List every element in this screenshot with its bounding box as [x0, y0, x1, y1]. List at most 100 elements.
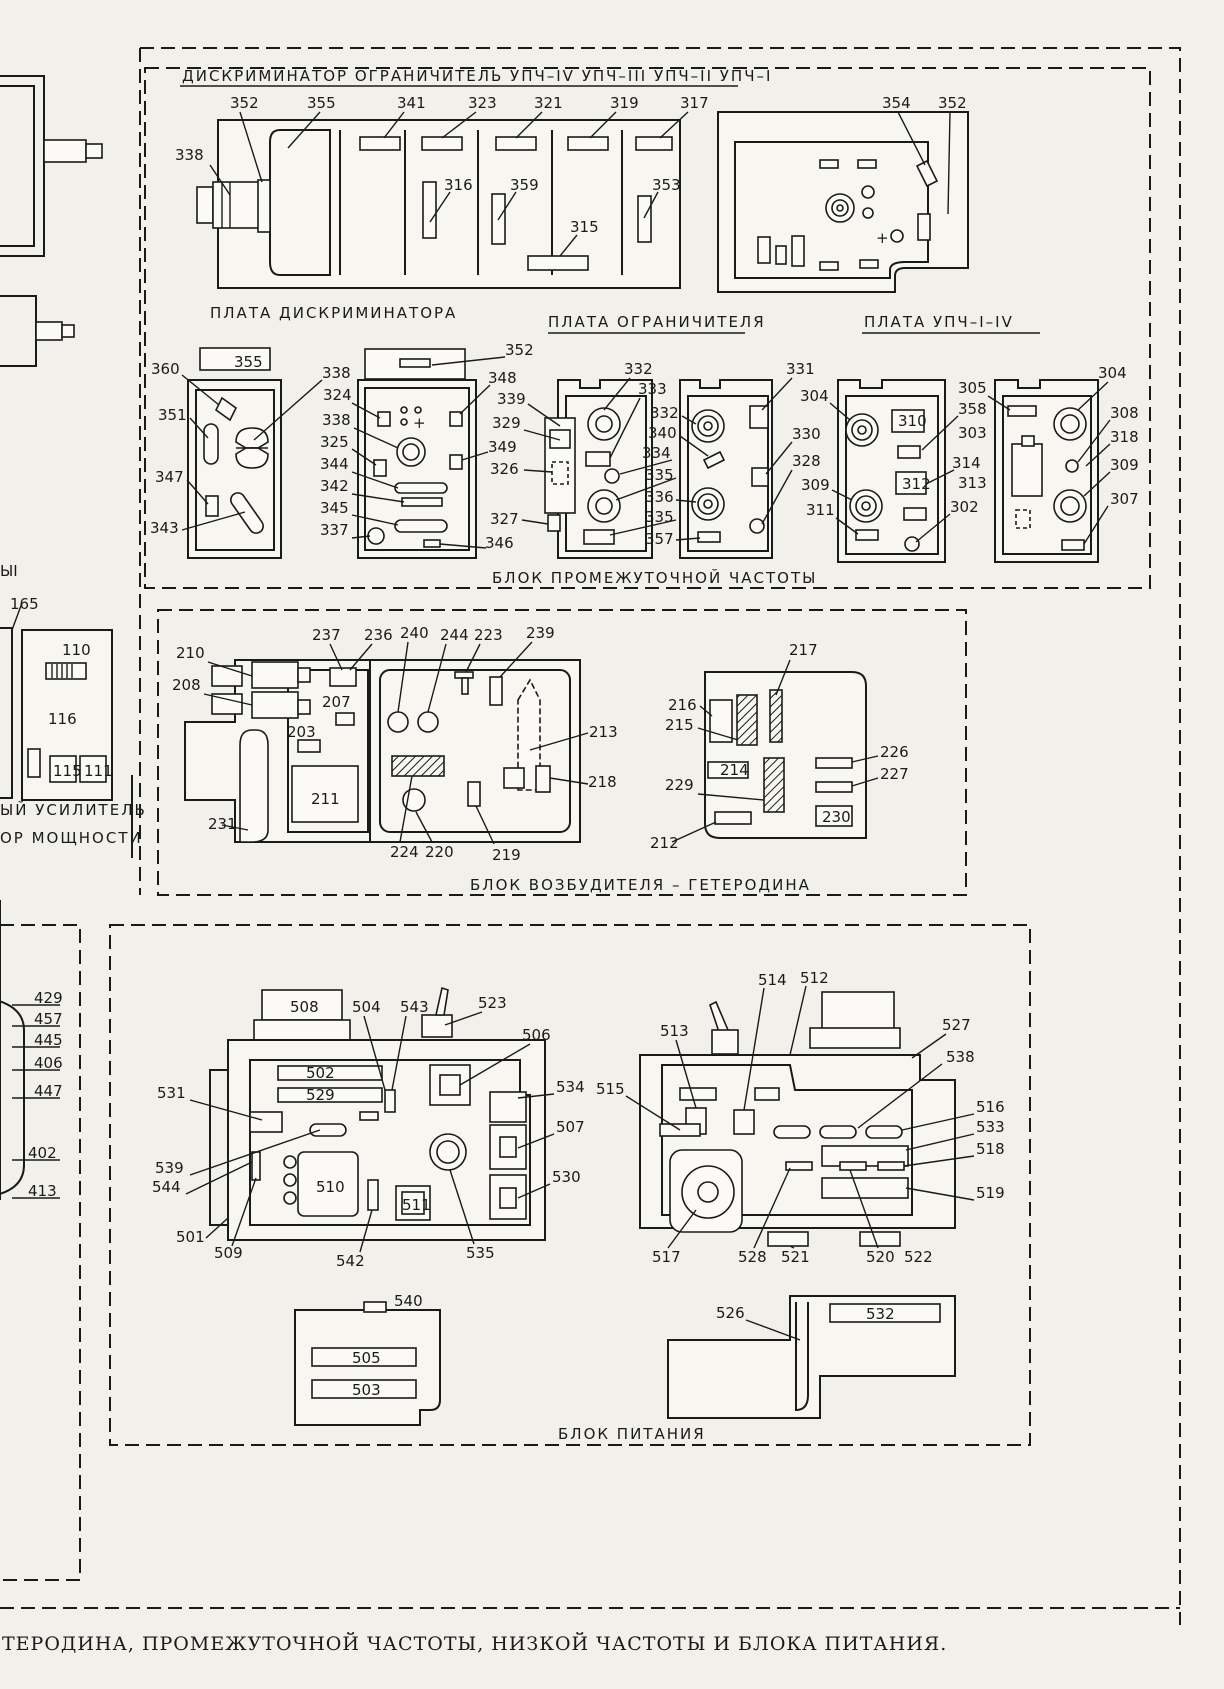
label-539: 539	[155, 1159, 184, 1177]
label-354: 354	[882, 94, 911, 112]
label-515: 515	[596, 1080, 625, 1098]
exciter-board-main	[184, 659, 581, 843]
discriminator-plate-board: +	[357, 379, 477, 559]
label-542: 542	[336, 1252, 365, 1270]
label-314: 314	[952, 454, 981, 472]
label-359: 359	[510, 176, 539, 194]
label-115: 115	[53, 762, 82, 780]
label-332: 332	[624, 360, 653, 378]
label-230: 230	[822, 808, 851, 826]
label-208: 208	[172, 676, 201, 694]
label-217: 217	[789, 641, 818, 659]
label-312: 312	[902, 475, 931, 493]
svg-text:+: +	[876, 229, 889, 247]
label-116: 116	[48, 710, 77, 728]
power-supply-block: 508 504 543 523 506 502 529 531 534 507 …	[109, 924, 1031, 1446]
label-310: 310	[898, 412, 927, 430]
label-402: 402	[28, 1144, 57, 1162]
exciter-board-2	[704, 671, 867, 839]
label-544: 544	[152, 1178, 181, 1196]
label-309: 309	[801, 476, 830, 494]
label-227: 227	[880, 765, 909, 783]
label-540: 540	[394, 1292, 423, 1310]
upch-plate-top-view: +	[717, 111, 969, 293]
label-336: 336	[645, 488, 674, 506]
label-351: 351	[158, 406, 187, 424]
label-358: 358	[958, 400, 987, 418]
label-304b: 304	[1098, 364, 1127, 382]
label-237: 237	[312, 626, 341, 644]
label-519: 519	[976, 1184, 1005, 1202]
figure-caption: ТЕРОДИНА, ПРОМЕЖУТОЧНОЙ ЧАСТОТЫ, НИЗКОЙ …	[2, 1632, 947, 1655]
limiter-board-2	[679, 379, 773, 559]
label-212: 212	[650, 834, 679, 852]
label-337: 337	[320, 521, 349, 539]
left-header-fragment: ЫI	[0, 562, 18, 580]
label-317: 317	[680, 94, 709, 112]
label-501: 501	[176, 1228, 205, 1246]
label-229: 229	[665, 776, 694, 794]
label-457: 457	[34, 1010, 63, 1028]
label-349: 349	[488, 438, 517, 456]
label-341: 341	[397, 94, 426, 112]
upch-board	[837, 379, 946, 563]
label-318: 318	[1110, 428, 1139, 446]
label-311: 311	[806, 501, 835, 519]
label-324: 324	[323, 386, 352, 404]
label-210: 210	[176, 644, 205, 662]
label-355b: 355	[234, 353, 263, 371]
label-339: 339	[497, 390, 526, 408]
outer-frames	[0, 47, 1181, 1625]
label-342: 342	[320, 477, 349, 495]
exciter-heterodyne-block: 211 210 208 237 236 207 203 231 240 244 …	[157, 609, 967, 896]
label-447: 447	[34, 1082, 63, 1100]
left-header-amp-1: ЫЙ УСИЛИТЕЛЬ	[0, 800, 147, 819]
block-if-header: БЛОК ПРОМЕЖУТОЧНОЙ ЧАСТОТЫ	[492, 568, 817, 587]
label-231: 231	[208, 815, 237, 833]
label-543: 543	[400, 998, 429, 1016]
label-330: 330	[792, 425, 821, 443]
power-board-bottom-left	[294, 1301, 441, 1426]
label-357: 357	[645, 530, 674, 548]
label-530: 530	[552, 1168, 581, 1186]
label-303: 303	[958, 424, 987, 442]
label-346: 346	[485, 534, 514, 552]
label-504: 504	[352, 998, 381, 1016]
label-239: 239	[526, 624, 555, 642]
block-exciter-header: БЛОК ВОЗБУДИТЕЛЯ – ГЕТЕРОДИНА	[470, 876, 811, 894]
label-165: 165	[10, 595, 39, 613]
label-323: 323	[468, 94, 497, 112]
power-board-right	[639, 991, 956, 1247]
label-236: 236	[364, 626, 393, 644]
label-355: 355	[307, 94, 336, 112]
label-305: 305	[958, 379, 987, 397]
label-244: 244	[440, 626, 469, 644]
label-207: 207	[322, 693, 351, 711]
label-224: 224	[390, 843, 419, 861]
label-413: 413	[28, 1182, 57, 1200]
label-302: 302	[950, 498, 979, 516]
label-353: 353	[652, 176, 681, 194]
label-522: 522	[904, 1248, 933, 1266]
label-338c: 338	[322, 364, 351, 382]
power-board-bottom-right	[667, 1295, 956, 1419]
label-216: 216	[668, 696, 697, 714]
label-511: 511	[402, 1196, 431, 1214]
label-503: 503	[352, 1381, 381, 1399]
left-partial-area: ЫI 165 110 116 115 111 ЫЙ УСИЛИТЕЛЬ ОР М…	[0, 75, 147, 1200]
label-533: 533	[976, 1118, 1005, 1136]
label-507: 507	[556, 1118, 585, 1136]
label-335: 335	[645, 466, 674, 484]
label-307: 307	[1110, 490, 1139, 508]
label-223: 223	[474, 626, 503, 644]
label-526: 526	[716, 1304, 745, 1322]
label-528: 528	[738, 1248, 767, 1266]
label-513: 513	[660, 1022, 689, 1040]
label-344: 344	[320, 455, 349, 473]
label-332b: 332	[650, 404, 679, 422]
label-512: 512	[800, 969, 829, 987]
block-power-header: БЛОК ПИТАНИЯ	[558, 1425, 706, 1443]
label-506: 506	[522, 1026, 551, 1044]
label-316: 316	[444, 176, 473, 194]
